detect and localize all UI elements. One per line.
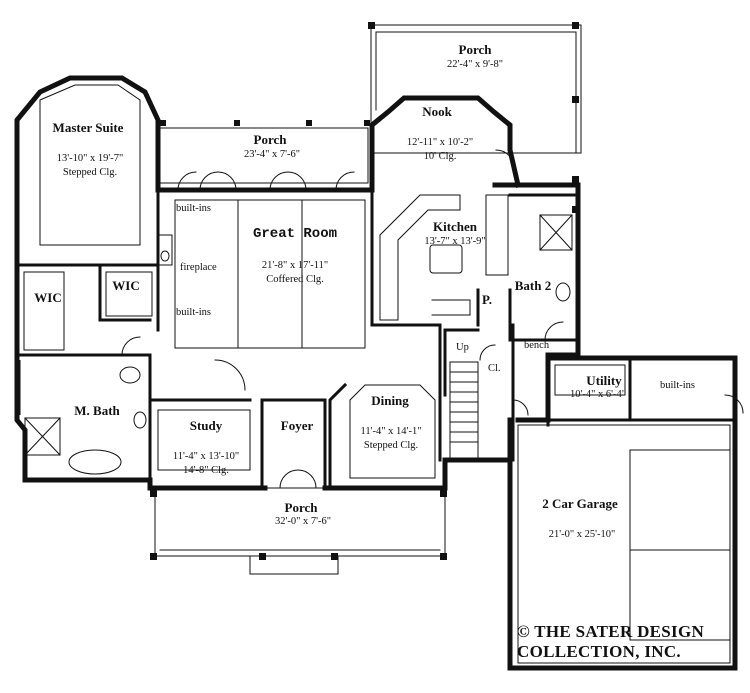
room-dim-dining-clg: Stepped Clg.: [363, 440, 419, 451]
room-name-garage: 2 Car Garage: [542, 496, 618, 511]
front-door-sidelights: [14, 360, 21, 415]
interior-walls: [15, 188, 737, 490]
room-name-utility: Utility: [586, 373, 622, 388]
exterior-walls: [14, 75, 738, 671]
room-dim-porch-front: 32'-0" x 7'-6": [274, 516, 332, 527]
room-name-dining: Dining: [371, 393, 409, 408]
room-name-bath2: Bath 2: [514, 278, 552, 293]
room-name-great-room: Great Room: [252, 226, 338, 242]
room-name-wic-left: WIC: [34, 290, 62, 305]
room-dim-nook: 12'-11" x 10'-2": [406, 137, 474, 148]
rear-porch-outline: [370, 24, 582, 154]
room-dim-great-room-clg: Coffered Clg.: [266, 274, 324, 285]
label-fireplace: fireplace: [180, 262, 217, 273]
room-dim-dining: 11'-4" x 14'-1": [360, 426, 422, 437]
room-name-wic-right: WIC: [112, 278, 140, 293]
copyright-line-1: © THE SATER DESIGN: [517, 622, 705, 641]
room-dim-utility: 10'-4" x 6'-4": [569, 389, 627, 400]
room-dim-master-suite: 13'-10" x 19'-7": [56, 153, 124, 164]
room-name-study: Study: [189, 418, 223, 433]
room-dim-master-suite-clg: Stepped Clg.: [62, 167, 118, 178]
room-dim-study-clg: 14'-8" Clg.: [183, 465, 229, 476]
room-name-pantry: P.: [482, 292, 492, 307]
copyright-notice: © THE SATER DESIGN COLLECTION, INC.: [517, 622, 704, 662]
detail-lines: [23, 84, 744, 664]
room-dim-study: 11'-4" x 13'-10": [172, 451, 240, 462]
room-name-porch-front: Porch: [284, 500, 318, 515]
label-up: Up: [456, 342, 469, 353]
room-dim-great-room: 21'-8" x 17'-11": [261, 260, 329, 271]
label-closet: Cl.: [488, 363, 501, 374]
label-bench: bench: [524, 340, 550, 351]
room-name-foyer: Foyer: [280, 418, 314, 433]
room-dim-porch-rear: 22'-4" x 9'-8": [446, 59, 504, 70]
copyright-line-2: COLLECTION, INC.: [517, 642, 681, 661]
room-name-nook: Nook: [422, 104, 452, 119]
label-built-ins-top: built-ins: [176, 203, 212, 214]
room-name-porch-rear: Porch: [458, 42, 492, 57]
room-name-m-bath: M. Bath: [74, 403, 120, 418]
room-name-kitchen: Kitchen: [432, 219, 478, 234]
room-dim-porch-mid: 23'-4" x 7'-6": [243, 149, 301, 160]
room-dim-garage: 21'-0" x 25'-10": [548, 529, 616, 540]
label-built-ins-utility: built-ins: [660, 380, 696, 391]
room-name-master-suite: Master Suite: [52, 120, 124, 135]
room-dim-nook-clg: 10' Clg.: [423, 151, 457, 162]
room-name-porch-mid: Porch: [253, 132, 287, 147]
room-dim-kitchen: 13'-7" x 13'-9": [424, 236, 486, 247]
label-built-ins-bottom: built-ins: [176, 307, 212, 318]
